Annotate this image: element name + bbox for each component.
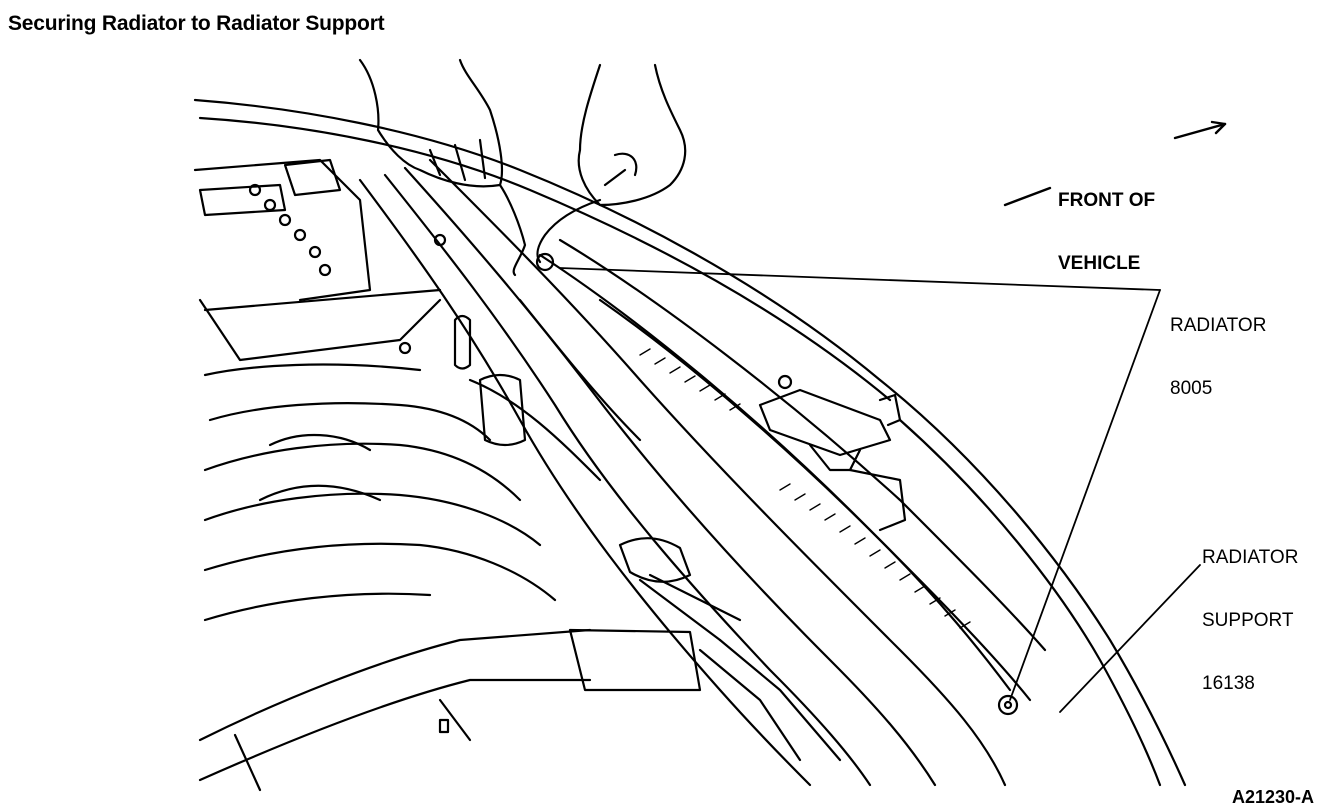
support-label-line2: SUPPORT [1202, 610, 1294, 631]
support-label-line1: RADIATOR [1202, 547, 1299, 568]
radiator-label-code: 8005 [1170, 378, 1213, 399]
leader-radiator-top [559, 267, 1161, 291]
front-arrow-icon [1003, 120, 1227, 207]
leader-lines [559, 267, 1201, 713]
radiator-label: RADIATOR 8005 [1170, 273, 1266, 420]
radiator-label-name: RADIATOR [1170, 315, 1267, 336]
fastener-pin [498, 183, 602, 277]
radiator-support [358, 158, 1007, 787]
diagram-title: Securing Radiator to Radiator Support [8, 12, 385, 35]
hands [358, 58, 687, 207]
front-label-line1: FRONT OF [1058, 190, 1156, 211]
figure-code: A21230-A [1232, 787, 1315, 807]
fender-outline [193, 98, 1187, 787]
engine-components [193, 158, 472, 370]
radiator-hose [198, 537, 842, 792]
radiator-core [538, 238, 1047, 702]
support-label-code: 16138 [1202, 673, 1255, 694]
radiator-support-label: RADIATOR SUPPORT 16138 [1202, 505, 1298, 715]
leader-radiator-bottom [1009, 289, 1161, 701]
engine-ribs [203, 363, 557, 622]
front-of-vehicle-label: FRONT OF VEHICLE [1058, 148, 1155, 295]
front-label-line2: VEHICLE [1058, 253, 1141, 274]
bolt-icon [997, 694, 1019, 716]
leader-support [1059, 564, 1201, 713]
radiator-bracket [758, 374, 907, 532]
